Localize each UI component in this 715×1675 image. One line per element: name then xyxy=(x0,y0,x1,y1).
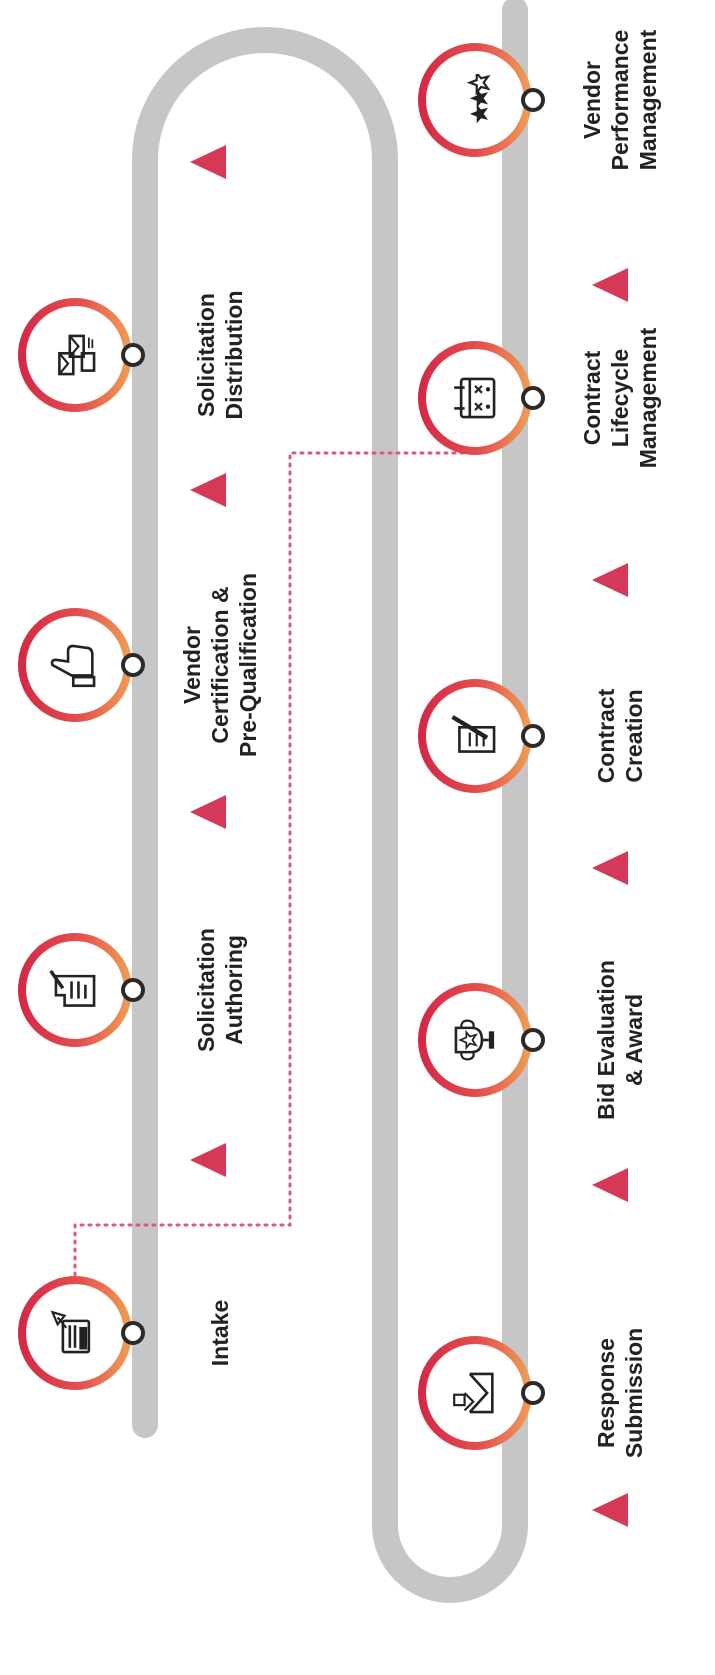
step-node-bid-evaluation xyxy=(418,983,545,1097)
step-label-solicitation-authoring: SolicitationAuthoring xyxy=(193,928,247,1052)
step-label-line: Submission xyxy=(621,1328,647,1458)
step-label-line: Management xyxy=(635,327,661,468)
direction-arrow xyxy=(592,1168,628,1202)
step-label-line: Vendor xyxy=(579,61,605,139)
step-label-contract-creation: ContractCreation xyxy=(593,688,647,783)
track-node-dot xyxy=(521,1381,545,1405)
step-label-line: Creation xyxy=(621,689,647,782)
step-label-line: Lifecycle xyxy=(607,349,633,447)
direction-arrow xyxy=(190,473,226,507)
step-ring xyxy=(18,608,132,722)
track-node-dot xyxy=(121,978,145,1002)
step-label-intake: Intake xyxy=(207,1300,233,1366)
step-label-bid-evaluation: Bid Evaluation& Award xyxy=(593,960,647,1120)
track-node-dot xyxy=(521,724,545,748)
track-node-dot xyxy=(521,88,545,112)
step-label-solicitation-distribution: SolicitationDistribution xyxy=(193,290,247,419)
step-label-line: Pre-Qualification xyxy=(235,573,261,757)
process-track xyxy=(132,0,528,1603)
step-label-response-submission: ResponseSubmission xyxy=(593,1328,647,1458)
step-node-solicitation-distribution xyxy=(18,298,145,412)
step-node-response-submission xyxy=(418,1336,545,1450)
step-label-line: Contract xyxy=(579,350,605,445)
step-node-vendor-performance xyxy=(418,43,545,157)
direction-arrow xyxy=(592,563,628,597)
step-label-line: Solicitation xyxy=(193,928,219,1052)
step-node-vendor-certification xyxy=(18,608,145,722)
direction-arrow xyxy=(190,1143,226,1177)
step-label-vendor-certification: VendorCertification &Pre-Qualification xyxy=(179,573,261,757)
step-label-line: Vendor xyxy=(179,626,205,704)
track-node-dot xyxy=(121,1321,145,1345)
track-node-dot xyxy=(521,1028,545,1052)
track-node-dot xyxy=(121,343,145,367)
step-label-line: Distribution xyxy=(221,290,247,419)
step-label-line: Contract xyxy=(593,688,619,783)
step-node-solicitation-authoring xyxy=(18,933,145,1047)
step-ring xyxy=(18,298,132,412)
direction-arrows xyxy=(190,145,628,1527)
step-label-line: Intake xyxy=(207,1300,233,1366)
step-label-line: Bid Evaluation xyxy=(593,960,619,1120)
step-label-line: Performance xyxy=(607,30,633,171)
step-node-contract-creation xyxy=(418,679,545,793)
step-label-line: Solicitation xyxy=(193,293,219,417)
direction-arrow xyxy=(190,795,226,829)
direction-arrow xyxy=(592,1493,628,1527)
track-node-dot xyxy=(121,653,145,677)
step-label-line: & Award xyxy=(621,994,647,1086)
direction-arrow xyxy=(190,145,226,179)
track-node-dot xyxy=(521,386,545,410)
direction-arrow xyxy=(592,268,628,302)
step-ring xyxy=(418,1336,532,1450)
step-node-intake xyxy=(18,1276,145,1390)
step-label-contract-lifecycle: ContractLifecycleManagement xyxy=(579,327,661,468)
step-label-line: Management xyxy=(635,29,661,170)
step-label-vendor-performance: VendorPerformanceManagement xyxy=(579,29,661,170)
step-ring xyxy=(418,983,532,1097)
step-label-line: Authoring xyxy=(221,935,247,1045)
direction-arrow xyxy=(592,851,628,885)
step-label-line: Response xyxy=(593,1338,619,1448)
step-ring xyxy=(418,341,532,455)
step-ring xyxy=(418,679,532,793)
step-node-contract-lifecycle xyxy=(418,341,545,455)
step-ring xyxy=(18,933,132,1047)
step-label-line: Certification & xyxy=(207,586,233,743)
